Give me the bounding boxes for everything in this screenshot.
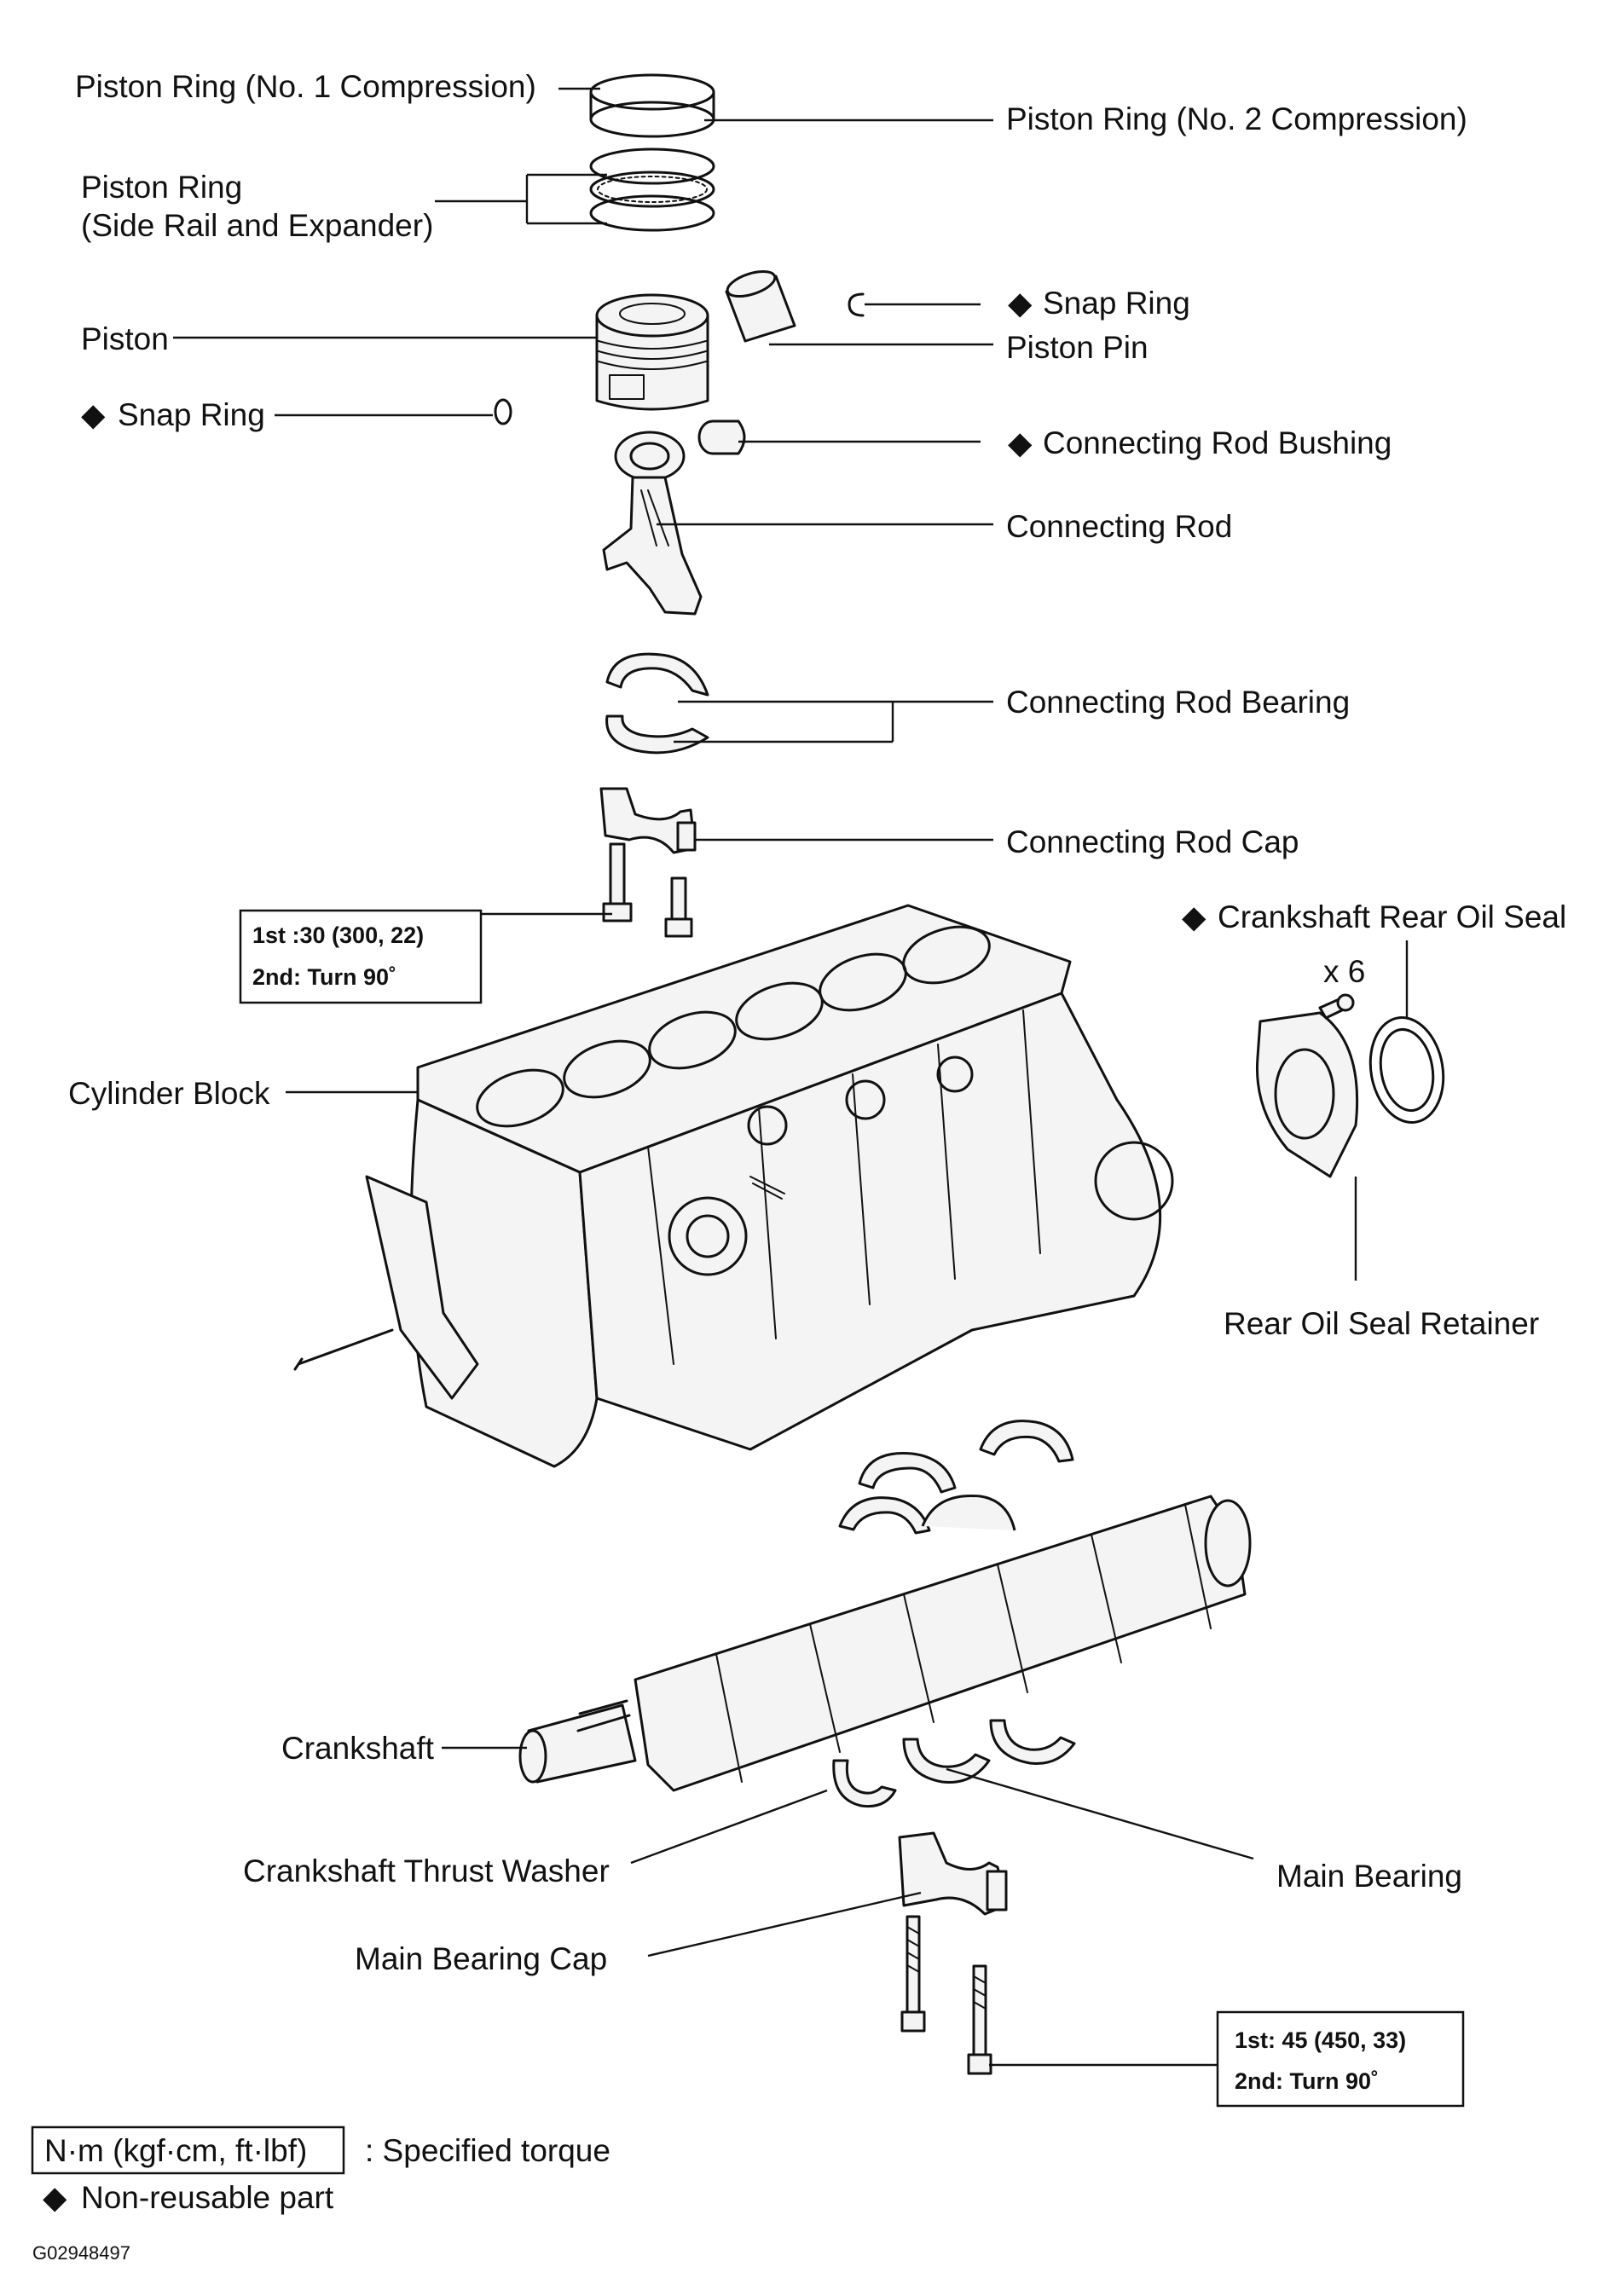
label-conn-rod-bushing: Connecting Rod Bushing [1043, 425, 1392, 460]
main-bearing-cap-graphic [898, 1831, 1008, 1916]
label-rear-oil-seal-retainer: Rear Oil Seal Retainer [1224, 1306, 1539, 1341]
legend-torque-desc: : Specified torque [365, 2133, 610, 2168]
label-crank-rear-oil-seal: Crankshaft Rear Oil Seal [1218, 899, 1566, 934]
seal-retainer-bolt-graphic [1318, 993, 1355, 1020]
main-cap-bolts-graphic [900, 1915, 992, 2075]
upper-main-bearings-graphic [838, 1420, 1074, 1535]
label-piston-ring-no2: Piston Ring (No. 2 Compression) [1006, 101, 1467, 136]
label-piston-ring-rail-1: Piston Ring [81, 170, 242, 205]
label-piston-ring-no1: Piston Ring (No. 1 Compression) [75, 69, 536, 104]
label-conn-rod-cap: Connecting Rod Cap [1006, 824, 1299, 859]
legend-non-reusable: Non-reusable part [81, 2180, 334, 2215]
torque-box-conn-rod: 1st :30 (300, 22) 2nd: Turn 90˚ [239, 909, 483, 1004]
legend-torque-unit: N·m (kgf·cm, ft·lbf) [44, 2133, 307, 2168]
label-snap-ring-right: Snap Ring [1043, 286, 1190, 321]
piston-ring-no1-graphic [589, 73, 715, 138]
torque-box-main-line2: 2nd: Turn 90˚ [1235, 2068, 1379, 2094]
lower-main-bearing-graphic [902, 1719, 1076, 1784]
torque-box-main-bearing: 1st: 45 (450, 33) 2nd: Turn 90˚ [1216, 2010, 1465, 2108]
label-cylinder-block: Cylinder Block [68, 1076, 270, 1111]
label-piston-ring-rail-2: (Side Rail and Expander) [81, 208, 433, 243]
torque-box-conn-rod-line1: 1st :30 (300, 22) [252, 922, 424, 948]
rear-oil-seal-graphic [1368, 1016, 1445, 1124]
label-conn-rod-bearing: Connecting Rod Bearing [1006, 685, 1350, 720]
piston-ring-rails-graphic [589, 147, 715, 232]
non-reusable-marker-snap-right: ◆ [1008, 286, 1033, 321]
label-piston: Piston [81, 321, 169, 356]
snap-ring-left-graphic [494, 398, 512, 425]
label-piston-pin: Piston Pin [1006, 330, 1149, 365]
piston-graphic [595, 293, 709, 411]
non-reusable-marker-bushing: ◆ [1008, 425, 1033, 460]
non-reusable-marker-rear-seal: ◆ [1182, 899, 1206, 934]
conn-rod-bolts-graphic [602, 842, 693, 938]
label-main-bearing-cap: Main Bearing Cap [355, 1941, 607, 1976]
snap-ring-right-graphic [848, 292, 865, 317]
cylinder-block-graphic [293, 904, 1174, 1468]
label-x6: x 6 [1323, 954, 1365, 989]
crankshaft-graphic [518, 1495, 1252, 1792]
figure-id: G02948497 [32, 2242, 130, 2264]
conn-rod-cap-graphic [599, 787, 697, 854]
connecting-rod-graphic [602, 431, 703, 616]
label-crank-thrust-washer: Crankshaft Thrust Washer [243, 1854, 610, 1888]
label-main-bearing: Main Bearing [1276, 1859, 1462, 1894]
thrust-washer-graphic [832, 1759, 897, 1808]
torque-box-conn-rod-line2: 2nd: Turn 90˚ [252, 964, 396, 990]
piston-pin-graphic [725, 269, 796, 343]
legend: N·m (kgf·cm, ft·lbf) : Specified torque … [31, 2125, 610, 2215]
label-conn-rod: Connecting Rod [1006, 509, 1232, 544]
label-crankshaft: Crankshaft [281, 1731, 435, 1766]
conn-rod-bearing-graphic [605, 652, 709, 755]
torque-box-main-line1: 1st: 45 (450, 33) [1235, 2027, 1406, 2053]
conn-rod-bushing-graphic [697, 419, 746, 455]
non-reusable-marker-snap-left: ◆ [81, 397, 106, 432]
rear-oil-seal-retainer-graphic [1255, 1011, 1359, 1178]
legend-non-reusable-marker: ◆ [43, 2180, 67, 2215]
label-snap-ring-left: Snap Ring [118, 397, 265, 432]
